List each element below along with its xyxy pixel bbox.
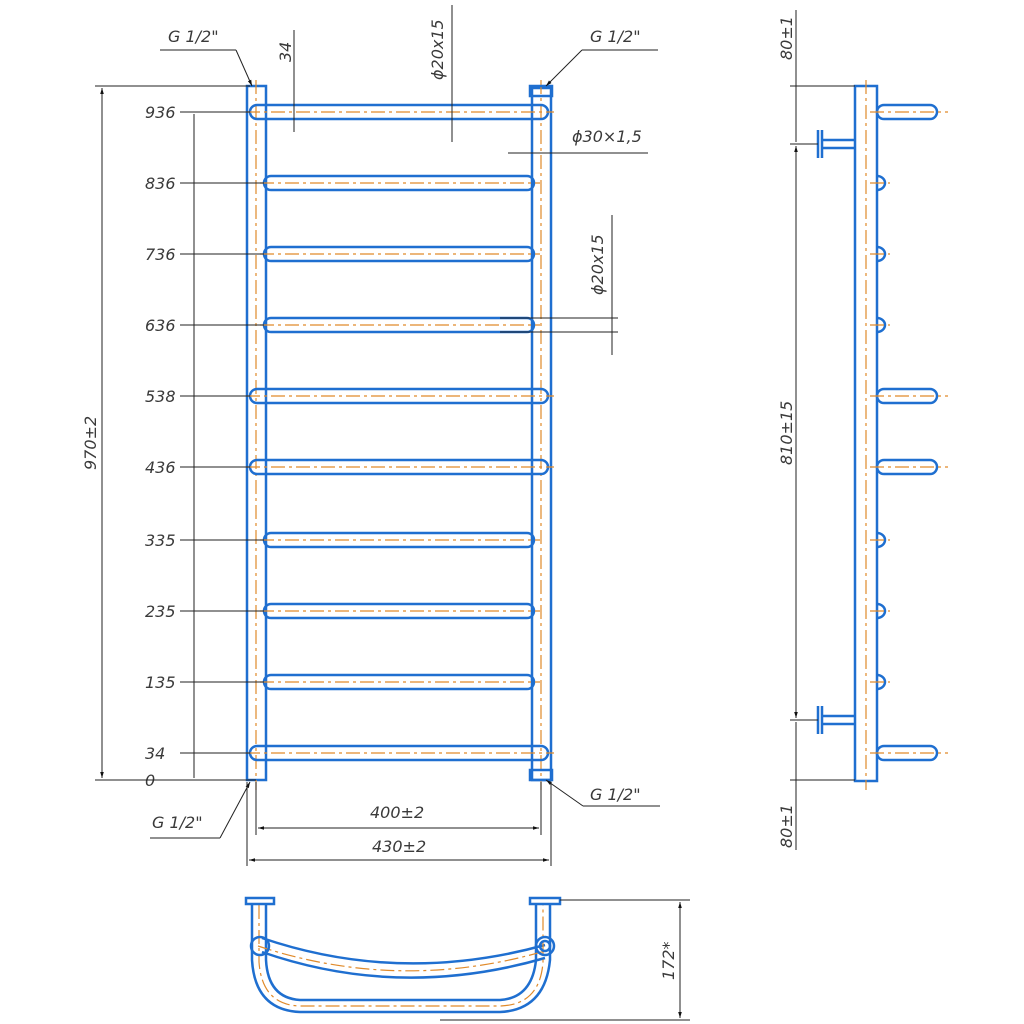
side-view: 80±1 810±15 80±1 xyxy=(777,10,948,850)
connection-top-right: G 1/2" xyxy=(590,27,641,46)
wall-bracket-top xyxy=(816,130,855,158)
connection-bottom-left: G 1/2" xyxy=(152,813,203,832)
depth-dim: 172* xyxy=(659,941,678,980)
width-outer-dim: 430±2 xyxy=(372,837,426,856)
rail-height-label: 235 xyxy=(145,602,176,621)
upright-tube-label: ϕ30×1,5 xyxy=(572,127,642,146)
valve-top-right xyxy=(528,84,554,98)
valve-bottom-right xyxy=(528,768,554,782)
rail-height-label: 636 xyxy=(145,316,176,335)
side-rail-short xyxy=(876,673,887,691)
rail-height-label: 836 xyxy=(145,174,176,193)
top-view-frame xyxy=(250,905,552,1014)
rail-height-label: 34 xyxy=(145,744,165,763)
rail-height-label: 335 xyxy=(145,531,176,550)
top-offset-dim: 34 xyxy=(276,42,295,62)
rail-height-label: 936 xyxy=(145,103,176,122)
rail-tube-top-label: ϕ20x15 xyxy=(428,19,447,80)
valve-left xyxy=(249,935,271,957)
side-rail-short xyxy=(876,602,887,620)
rail-tube-mid-label: ϕ20x15 xyxy=(588,234,607,295)
rail-height-label: 436 xyxy=(145,458,176,477)
valve-right xyxy=(534,935,556,957)
connection-top-left: G 1/2" xyxy=(168,27,219,46)
rail-height-label: 538 xyxy=(145,387,176,406)
wall-bracket-bottom xyxy=(816,706,855,734)
top-view: 172* xyxy=(244,896,690,1021)
width-inner-dim: 400±2 xyxy=(370,803,424,822)
side-center-dim: 810±15 xyxy=(777,401,796,465)
side-bottom-dim: 80±1 xyxy=(777,804,796,848)
height-dim: 970±2 xyxy=(81,416,100,470)
side-top-dim: 80±1 xyxy=(777,16,796,60)
side-rail-short xyxy=(876,531,887,549)
top-view-rail xyxy=(261,936,546,979)
side-rail-short xyxy=(876,174,887,192)
side-rail-short xyxy=(876,316,887,334)
rail-height-label: 135 xyxy=(145,673,176,692)
rail-height-label: 736 xyxy=(145,245,176,264)
side-rail-short xyxy=(876,245,887,263)
connection-bottom-right: G 1/2" xyxy=(590,785,641,804)
